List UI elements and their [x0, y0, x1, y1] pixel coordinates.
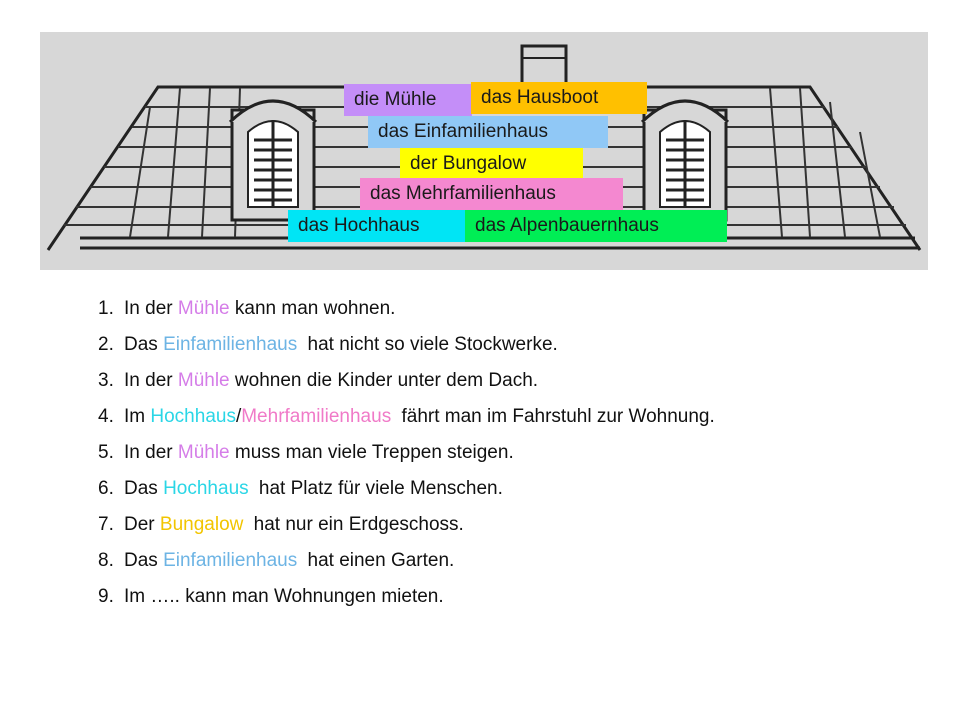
sentence-text: hat Platz für viele Menschen.	[258, 478, 503, 499]
sentence-number: 3.	[98, 370, 114, 391]
sentence-text: Das	[124, 478, 158, 499]
highlight-word: Bungalow	[159, 514, 244, 535]
highlight-word: Einfamilienhaus	[163, 550, 298, 571]
sentence-item: 9. Im ….. kann man Wohnungen mieten.	[98, 579, 715, 615]
sentence-item: 4. Im Hochhaus/Mehrfamilienhaus fährt man…	[98, 399, 715, 435]
highlight-word: Hochhaus	[150, 406, 236, 427]
sentence-item: 2. Das Einfamilienhaus hat nicht so viele…	[98, 327, 715, 363]
sentence-item: 5. In der Mühle muss man viele Treppen st…	[98, 435, 715, 471]
sentence-text: hat nicht so viele Stockwerke.	[307, 334, 558, 355]
sentence-text: muss man viele Treppen steigen.	[234, 442, 514, 463]
sentence-text: fährt man im Fahrstuhl zur Wohnung.	[401, 406, 715, 427]
label-hochhaus[interactable]: das Hochhaus	[288, 210, 466, 242]
sentence-text: kann man wohnen.	[234, 298, 396, 319]
label-einfamilienhaus[interactable]: das Einfamilienhaus	[368, 116, 608, 148]
sentence-number: 8.	[98, 550, 114, 571]
sentence-item: 1. In der Mühle kann man wohnen.	[98, 291, 715, 327]
label-bungalow[interactable]: der Bungalow	[400, 148, 583, 180]
sentence-text: hat einen Garten.	[307, 550, 455, 571]
sentence-item: 8. Das Einfamilienhaus hat einen Garten.	[98, 543, 715, 579]
label-alpenbauernhaus[interactable]: das Alpenbauernhaus	[465, 210, 727, 242]
sentence-text: Im	[124, 406, 146, 427]
sentence-number: 4.	[98, 406, 114, 427]
sentence-number: 7.	[98, 514, 114, 535]
separator: /	[235, 406, 242, 427]
sentence-text: Der	[124, 514, 155, 535]
sentence-text: wohnen die Kinder unter dem Dach.	[234, 370, 539, 391]
sentence-text: In der	[124, 298, 173, 319]
sentence-text: hat nur ein Erdgeschoss.	[253, 514, 464, 535]
sentence-number: 9.	[98, 586, 114, 607]
sentence-number: 2.	[98, 334, 114, 355]
sentence-number: 1.	[98, 298, 114, 319]
sentence-list: 1. In der Mühle kann man wohnen. 2. Das Ei…	[98, 291, 715, 615]
highlight-word: Mühle	[177, 442, 230, 463]
sentence-number: 6.	[98, 478, 114, 499]
sentence-text: In der	[124, 442, 173, 463]
highlight-word: Mühle	[177, 298, 230, 319]
sentence-number: 5.	[98, 442, 114, 463]
sentence-item: 6. Das Hochhaus hat Platz für viele Mensc…	[98, 471, 715, 507]
sentence-text: Das	[124, 334, 158, 355]
sentence-text: Im ….. kann man Wohnungen mieten.	[124, 586, 444, 607]
sentence-item: 7. Der Bungalow hat nur ein Erdgeschoss.	[98, 507, 715, 543]
highlight-word: Mühle	[177, 370, 230, 391]
label-hausboot[interactable]: das Hausboot	[471, 82, 647, 114]
highlight-word: Hochhaus	[163, 478, 249, 499]
label-muehle[interactable]: die Mühle	[344, 84, 472, 116]
label-mehrfamilienhaus[interactable]: das Mehrfamilienhaus	[360, 178, 623, 210]
sentence-text: In der	[124, 370, 173, 391]
sentence-text: Das	[124, 550, 158, 571]
sentence-item: 3. In der Mühle wohnen die Kinder unter d…	[98, 363, 715, 399]
highlight-word: Einfamilienhaus	[163, 334, 298, 355]
highlight-word: Mehrfamilienhaus	[241, 406, 392, 427]
